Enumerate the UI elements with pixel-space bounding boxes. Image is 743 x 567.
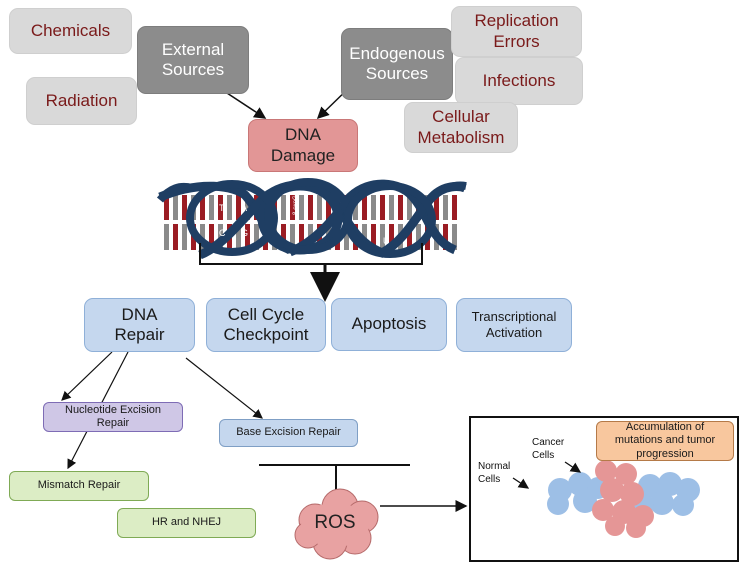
helix-letter-c: C [219, 228, 226, 238]
helix-rung [443, 224, 448, 250]
helix-letters: T A C G U 8-oxoG [219, 195, 390, 246]
response-dna-repair: DNA Repair [84, 298, 195, 352]
pathway-mismatch-repair: Mismatch Repair [9, 471, 149, 501]
helix-rung [443, 195, 448, 220]
source-radiation: Radiation [26, 77, 137, 125]
helix-rung [389, 224, 394, 250]
helix-rung [308, 195, 313, 220]
helix-rung [236, 195, 241, 220]
helix-rung [290, 195, 295, 220]
pathway-nucleotide-excision-repair: Nucleotide Excision Repair [43, 402, 183, 432]
helix-rung [380, 195, 385, 220]
helix-rung [353, 195, 358, 220]
source-chemicals: Chemicals [9, 8, 132, 54]
helix-rung [398, 195, 403, 220]
helix-rung [434, 195, 439, 220]
helix-rung [164, 195, 169, 220]
helix-letter-a: A [241, 203, 247, 213]
helix-rung [200, 195, 205, 220]
helix-rung [452, 195, 457, 220]
inset-accumulation-label: Accumulation of mutations and tumor prog… [596, 421, 734, 461]
ros-cloud [294, 488, 379, 560]
helix-rung [290, 224, 295, 250]
source-cellular-metabolism: Cellular Metabolism [404, 102, 518, 153]
inset-cancer-cells-label: Cancer Cells [532, 437, 565, 461]
helix-rung [281, 195, 286, 220]
helix-rung [245, 195, 250, 220]
helix-rung [227, 195, 232, 220]
helix-rung [236, 224, 241, 250]
helix-rung [164, 224, 169, 250]
arrow-normal-label [512, 477, 530, 489]
helix-rung [209, 195, 214, 220]
helix-rung [182, 195, 187, 220]
helix-rung [254, 224, 259, 250]
helix-rung [326, 195, 331, 220]
helix-rung [344, 224, 349, 250]
helix-rung [389, 195, 394, 220]
helix-letter-g: G [241, 228, 248, 238]
source-infections: Infections [455, 57, 583, 105]
ros-label: ROS [314, 511, 356, 533]
dna-helix-circles [156, 178, 467, 258]
arrow-cancer-label [564, 461, 582, 473]
response-transcriptional-activation: Transcriptional Activation [456, 298, 572, 352]
helix-rung [218, 195, 223, 220]
cancer-cells [592, 460, 654, 538]
helix-rung [407, 224, 412, 250]
helix-rung [416, 224, 421, 250]
response-apoptosis: Apoptosis [331, 298, 447, 351]
helix-rung [173, 224, 178, 250]
arrow-repair-to-ner [61, 351, 113, 401]
source-external: External Sources [137, 26, 249, 94]
dna-damage-box: DNA Damage [248, 119, 358, 172]
helix-bracket [199, 243, 423, 265]
arrow-repair-to-ber [185, 357, 263, 419]
helix-rung [299, 195, 304, 220]
source-endogenous: Endogenous Sources [341, 28, 453, 100]
helix-letter-t: T [219, 203, 225, 213]
helix-letter-u: U [383, 236, 390, 246]
helix-rung [452, 224, 457, 250]
response-cell-cycle-checkpoint: Cell Cycle Checkpoint [206, 298, 326, 352]
helix-rung [209, 224, 214, 250]
helix-rung [281, 224, 286, 250]
inset-normal-cells-label: Normal Cells [478, 461, 511, 485]
helix-rung [380, 224, 385, 250]
pathway-base-excision-repair: Base Excision Repair [219, 419, 358, 447]
helix-letter-8-oxog: 8-oxoG [293, 195, 299, 215]
helix-rung [173, 195, 178, 220]
helix-rung [362, 195, 367, 220]
helix-rung [371, 195, 376, 220]
source-replication-errors: Replication Errors [451, 6, 582, 57]
helix-rung [245, 224, 250, 250]
pathway-hr-and-nhej: HR and NHEJ [117, 508, 256, 538]
helix-rung [317, 195, 322, 220]
helix-rung [371, 224, 376, 250]
helix-rung [182, 224, 187, 250]
helix-rung [407, 195, 412, 220]
helix-rung [299, 224, 304, 250]
